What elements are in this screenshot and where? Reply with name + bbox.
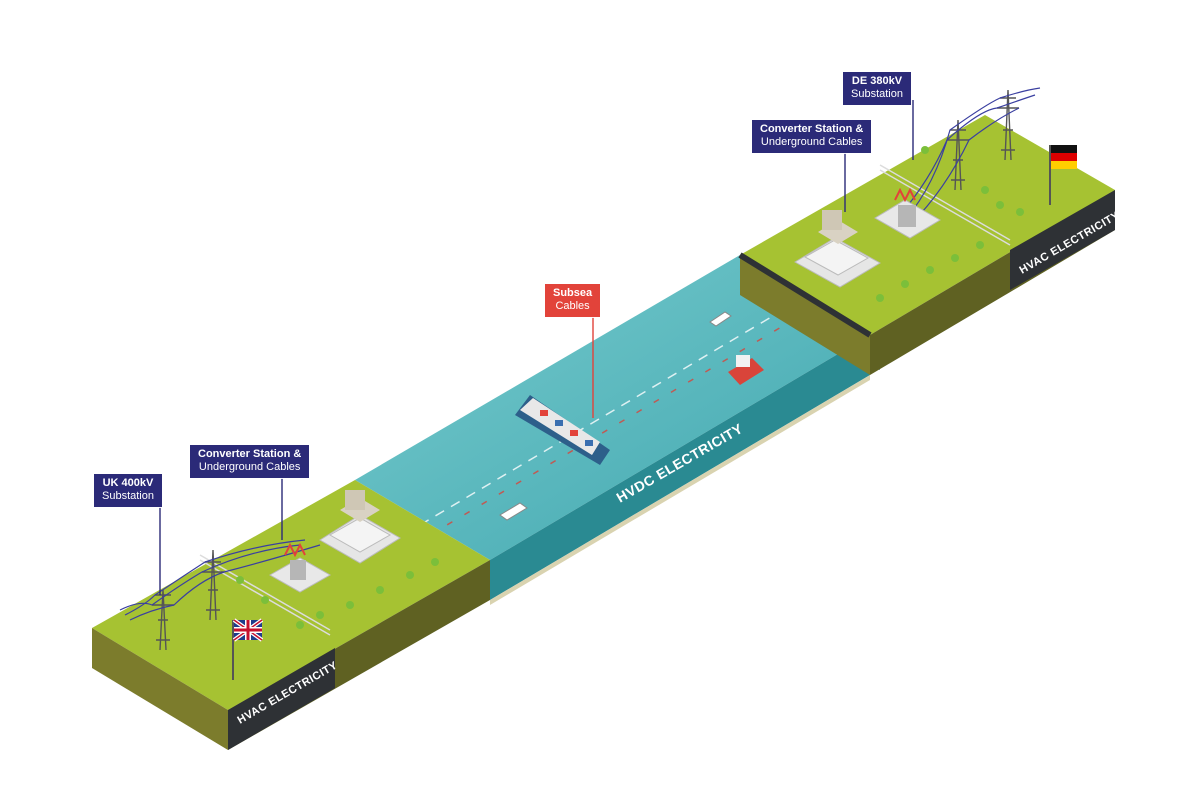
- uk-converter-subtitle: Underground Cables: [198, 461, 301, 473]
- subsea-title: Subsea: [553, 287, 593, 299]
- uk-converter-title: Converter Station &: [198, 448, 302, 460]
- channel-bottom-edge: [490, 375, 870, 605]
- uk-dark-edge: [228, 648, 335, 750]
- transformer-icon: [874, 187, 941, 239]
- uk-substation-title: UK 400kV: [102, 477, 154, 489]
- de-substation-callout: DE 380kV Substation: [843, 72, 911, 105]
- transformer-icon: [268, 542, 332, 593]
- subsea-subtitle: Cables: [555, 300, 590, 312]
- de-channel-wall-top: [738, 252, 872, 338]
- de-dark-edge: [1010, 190, 1115, 290]
- uk-converter-callout: Converter Station & Underground Cables: [190, 445, 310, 478]
- tree-icon: [236, 558, 439, 629]
- channel-front-wall: [490, 335, 870, 600]
- de-substation-subtitle: Substation: [851, 88, 903, 100]
- de-power-lines: [899, 87, 1041, 226]
- de-substation-title: DE 380kV: [851, 75, 903, 87]
- subsea-cable-line: [419, 299, 801, 526]
- uk-power-lines: [119, 539, 321, 621]
- converter-station-icon: [319, 490, 401, 564]
- callout-leaders: [159, 100, 914, 595]
- cargo-ship-icon: [515, 395, 610, 465]
- subsea-cable-red: [429, 309, 811, 536]
- boat-icon: [709, 311, 732, 327]
- subsea-callout: Subsea Cables: [545, 284, 601, 317]
- de-converter-callout: Converter Station & Underground Cables: [752, 120, 872, 153]
- de-converter-title: Converter Station &: [760, 123, 864, 135]
- uk-soil-left: [92, 628, 228, 750]
- de-fence: [879, 164, 1011, 246]
- channel: [355, 255, 880, 605]
- uk-substation-subtitle: Substation: [102, 490, 154, 502]
- germany-flag-icon: [1049, 145, 1077, 205]
- channel-water-surface: [355, 255, 870, 560]
- uk-flag-icon: [232, 618, 264, 680]
- de-converter-subtitle: Underground Cables: [760, 136, 863, 148]
- boat-icon: [728, 355, 764, 385]
- uk-substation-callout: UK 400kV Substation: [94, 474, 162, 507]
- tree-icon: [876, 146, 1024, 302]
- converter-station-icon: [794, 210, 881, 288]
- boat-icon: [499, 502, 528, 521]
- de-soil-left: [740, 255, 870, 375]
